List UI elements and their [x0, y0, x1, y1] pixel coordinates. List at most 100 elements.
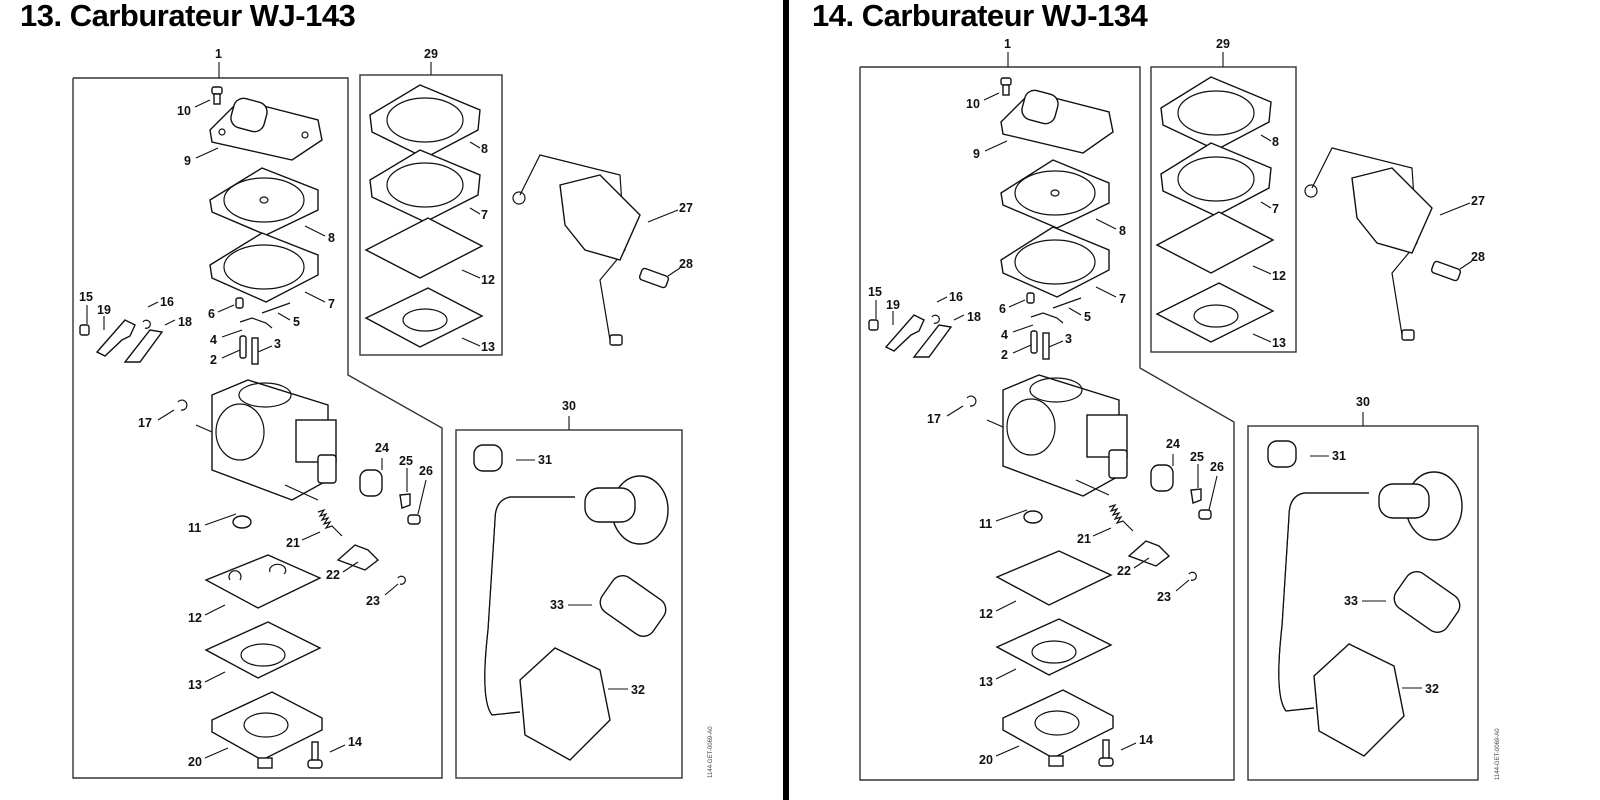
callout-10: 10	[177, 104, 191, 118]
solenoid-valve-part	[1304, 147, 1433, 341]
callout-21: 21	[286, 536, 300, 550]
callout-5: 5	[293, 315, 300, 329]
lever-parts	[868, 314, 953, 358]
callout-14: 14	[348, 735, 362, 749]
callout-24: 24	[1166, 437, 1180, 451]
callout-11: 11	[188, 521, 201, 535]
fuel-hose-part	[484, 475, 669, 716]
solenoid-valve-part	[512, 154, 641, 346]
callout-24: 24	[375, 441, 389, 455]
callout-6: 6	[208, 307, 215, 321]
diaphragm-part	[1000, 159, 1110, 229]
callout-7: 7	[328, 297, 335, 311]
carburetor-body-part	[195, 379, 337, 501]
callout-kit-8: 8	[481, 142, 488, 156]
assembly-frame-carburetor	[72, 77, 443, 779]
callout-kit-13: 13	[481, 340, 495, 354]
callout-2: 2	[210, 353, 217, 367]
carburetor-body-part	[986, 374, 1128, 497]
callout-33: 33	[550, 598, 564, 612]
kit-gasket-part	[369, 149, 481, 223]
gasket-part	[209, 232, 319, 303]
adjusting-parts	[1150, 464, 1212, 520]
callout-kit-7: 7	[481, 208, 488, 222]
gasket-part	[1000, 226, 1110, 298]
callout-30: 30	[562, 399, 576, 413]
intermediate-gasket-part	[995, 618, 1113, 676]
callout-9: 9	[184, 154, 191, 168]
callout-17: 17	[927, 412, 941, 426]
callout-16: 16	[949, 290, 963, 304]
throttle-lever-part	[1127, 540, 1171, 567]
screw-part	[638, 267, 670, 289]
callout-10: 10	[966, 97, 980, 111]
throttle-lever-part	[336, 544, 380, 571]
callout-28: 28	[679, 257, 693, 271]
drawing-reference: 1144-GET-0069-A0	[708, 726, 714, 778]
diagram-panel-wj143: 13. Carburateur WJ-143	[0, 0, 780, 800]
fuel-hose-part	[1278, 471, 1463, 712]
fuel-pickup-part	[1267, 440, 1297, 468]
pump-cover-part	[1000, 89, 1114, 154]
pump-cover-part	[209, 97, 323, 161]
kit-metering-gasket-part	[364, 217, 484, 279]
callout-3: 3	[274, 337, 281, 351]
callout-17: 17	[138, 416, 152, 430]
end-cover-part	[1002, 689, 1114, 767]
callout-6: 6	[999, 302, 1006, 316]
callout-20: 20	[979, 753, 993, 767]
callout-21: 21	[1077, 532, 1091, 546]
callout-5: 5	[1084, 310, 1091, 324]
small-parts-group	[1026, 292, 1082, 360]
screw-part	[1430, 260, 1462, 282]
callout-14: 14	[1139, 733, 1153, 747]
diagram-panel-wj134: 14. Carburateur WJ-134	[792, 0, 1572, 800]
callout-13: 13	[979, 675, 993, 689]
callout-13: 13	[188, 678, 202, 692]
end-cover-part	[211, 691, 323, 769]
exploded-parts-diagram: 1 29 10 9 8 7 6 5 4 2 3 15 19 16 18 17 1…	[72, 47, 714, 779]
leader-lines	[875, 92, 1473, 757]
kit-metering-gasket-part	[1155, 211, 1275, 274]
callout-12: 12	[979, 607, 993, 621]
screw-part	[307, 741, 323, 769]
callout-32: 32	[1425, 682, 1439, 696]
callout-25: 25	[399, 454, 413, 468]
callout-33: 33	[1344, 594, 1358, 608]
callout-23: 23	[366, 594, 380, 608]
callout-16: 16	[160, 295, 174, 309]
adjusting-parts	[359, 469, 421, 525]
callout-15: 15	[79, 290, 93, 304]
panel-divider	[783, 0, 789, 800]
callout-kit-8: 8	[1272, 135, 1279, 149]
callout-1: 1	[215, 47, 222, 61]
fuel-filter-part	[599, 575, 667, 637]
callout-2: 2	[1001, 348, 1008, 362]
callout-7: 7	[1119, 292, 1126, 306]
callout-27: 27	[679, 201, 693, 215]
kit-intermediate-gasket-part	[1155, 282, 1275, 343]
fuel-tank-vent-part	[1313, 643, 1405, 757]
callout-30: 30	[1356, 395, 1370, 409]
strainer-part	[232, 515, 252, 529]
callout-22: 22	[326, 568, 340, 582]
callout-4: 4	[1001, 328, 1008, 342]
callout-19: 19	[886, 298, 900, 312]
strainer-part	[1023, 510, 1043, 524]
fuel-pickup-part	[473, 444, 503, 472]
kit-diaphragm-part	[1160, 76, 1272, 151]
callout-1: 1	[1004, 37, 1011, 51]
exploded-parts-diagram: 1 29 10 9 8 7 6 5 4 2 3 15 19 16 18 17 1…	[859, 37, 1501, 781]
callout-12: 12	[188, 611, 202, 625]
kit-intermediate-gasket-part	[364, 287, 484, 348]
metering-gasket-part	[995, 550, 1113, 606]
callout-9: 9	[973, 147, 980, 161]
leader-lines	[86, 99, 681, 759]
callout-26: 26	[419, 464, 433, 478]
callout-29: 29	[1216, 37, 1230, 51]
diaphragm-part	[209, 167, 319, 236]
spring-part	[1108, 503, 1134, 532]
screw-part	[211, 86, 223, 105]
intermediate-gasket-part	[204, 621, 322, 679]
callout-4: 4	[210, 333, 217, 347]
